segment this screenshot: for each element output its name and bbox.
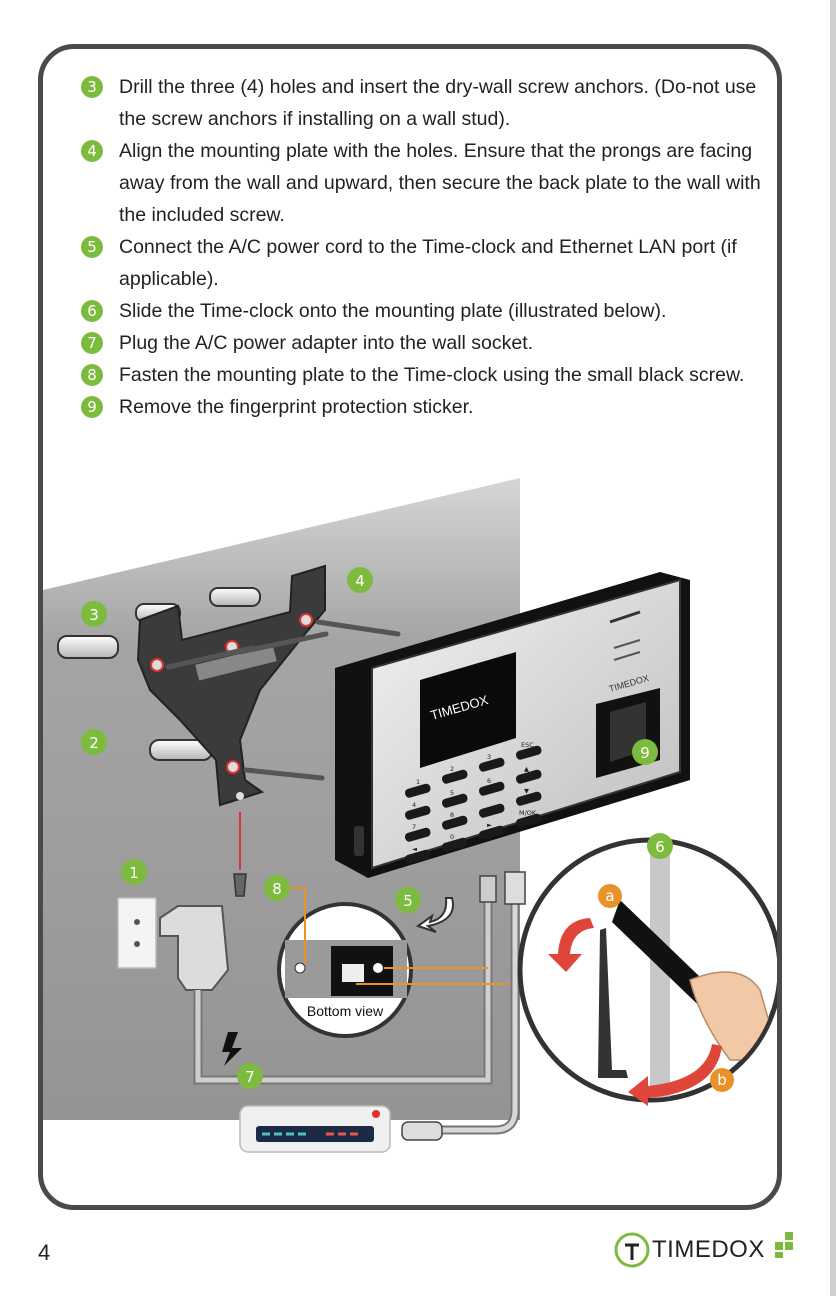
badge-a: a (605, 887, 614, 905)
step-number: 5 (81, 236, 103, 258)
key-label: 7 (412, 823, 416, 831)
timedox-logo-icon (614, 1232, 650, 1268)
step-text: Remove the fingerprint protection sticke… (119, 396, 474, 418)
arrow-down-icon (628, 1044, 722, 1106)
step-8: 8 Fasten the mounting plate to the Time-c… (81, 359, 771, 391)
key-label: 6 (487, 777, 491, 785)
footer-brand-logo: TIMEDOX (612, 1230, 797, 1270)
badge-3: 3 (89, 606, 99, 624)
key-label: M/OK (519, 809, 537, 817)
step-text: Align the mounting plate with the holes.… (119, 140, 761, 226)
arrow-up-icon (548, 918, 594, 972)
mounting-plate (136, 564, 326, 807)
badge-7: 7 (245, 1068, 255, 1086)
step-7: 7 Plug the A/C power adapter into the wal… (81, 327, 771, 359)
step-3: 3 Drill the three (4) holes and insert th… (81, 71, 771, 135)
badge-5: 5 (403, 892, 413, 910)
step-6: 6 Slide the Time-clock onto the mounting … (81, 295, 771, 327)
badge-2: 2 (89, 734, 99, 752)
step-number: 4 (81, 140, 103, 162)
page-edge (830, 0, 836, 1296)
wall-screws (165, 619, 401, 781)
badge-b: b (717, 1071, 727, 1089)
step-text: Connect the A/C power cord to the Time-c… (119, 236, 737, 290)
badge-4: 4 (355, 572, 365, 590)
bottom-view-callout: Bottom view (277, 902, 413, 1038)
key-label: 8 (450, 811, 454, 819)
steps-list: 3 Drill the three (4) holes and insert th… (81, 71, 771, 423)
key-label: 1 (416, 778, 420, 786)
step-number: 9 (81, 396, 103, 418)
callout-lines (290, 887, 510, 985)
step-number: 8 (81, 364, 103, 386)
step-text: Drill the three (4) holes and insert the… (119, 76, 757, 130)
key-label: ▼ (524, 787, 529, 795)
key-label: 0 (450, 833, 454, 841)
step-number: 3 (81, 76, 103, 98)
step-text: Plug the A/C power adapter into the wall… (119, 332, 534, 354)
badge-6: 6 (655, 838, 665, 856)
keypad: 1 2 3 ESC 4 5 6 ▲ 7 8 0 ▼ ◄ ► M/OK (404, 741, 542, 864)
step-5: 5 Connect the A/C power cord to the Time-… (81, 231, 771, 295)
key-label: 3 (487, 753, 491, 761)
badge-9: 9 (640, 744, 650, 762)
key-label: 4 (412, 801, 416, 809)
wall-outlet (117, 897, 157, 969)
installation-illustration: TIMEDOX TIMEDOX (43, 478, 777, 1153)
brand-name: TIMEDOX (652, 1236, 765, 1263)
device-screen (420, 652, 516, 768)
step-text: Fasten the mounting plate to the Time-cl… (119, 364, 745, 386)
step-9: 9 Remove the fingerprint protection stick… (81, 391, 771, 423)
lightning-icon (222, 1032, 242, 1066)
cables (193, 880, 520, 1135)
key-label: 2 (450, 765, 454, 773)
step-number: 7 (81, 332, 103, 354)
rotate-arrow-icon (415, 897, 454, 933)
key-label: ▲ (524, 765, 529, 773)
bottom-view-label: Bottom view (307, 1003, 384, 1019)
ethernet-plug (401, 1121, 443, 1141)
network-router (239, 1105, 391, 1153)
slide-on-detail (517, 837, 777, 1106)
time-clock-device: TIMEDOX TIMEDOX (335, 572, 690, 878)
page-number: 4 (38, 1240, 51, 1265)
badge-8: 8 (272, 880, 282, 898)
key-label: ESC (521, 741, 534, 749)
step-number: 6 (81, 300, 103, 322)
brand-squares-icon (774, 1232, 793, 1258)
key-label: 5 (450, 789, 454, 797)
step-text: Slide the Time-clock onto the mounting p… (119, 300, 667, 322)
key-label: ◄ (412, 845, 417, 853)
instruction-frame: 3 Drill the three (4) holes and insert th… (38, 44, 782, 1210)
key-label: ► (487, 821, 492, 829)
step-4: 4 Align the mounting plate with the holes… (81, 135, 771, 231)
badge-1: 1 (129, 864, 139, 882)
